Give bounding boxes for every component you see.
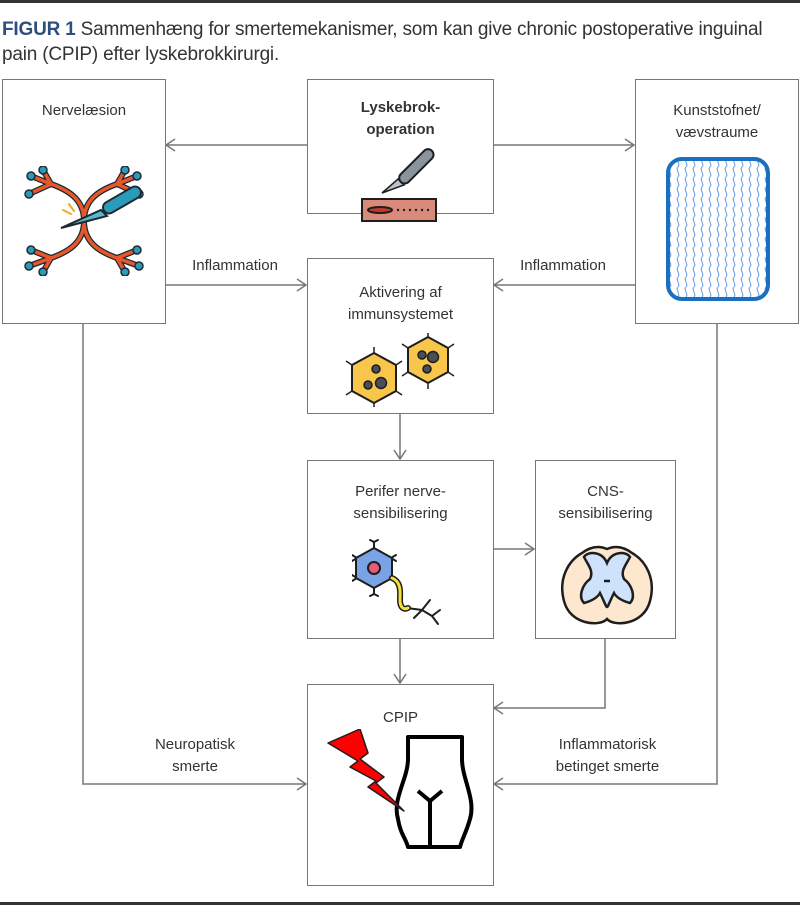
node-label-line: immunsystemet (347, 306, 454, 323)
scalpel-incision-icon (361, 148, 437, 222)
nerve-cut-icon (24, 166, 144, 276)
node-aktivering-immunsystemet: Aktivering af immunsystemet (307, 258, 494, 414)
node-cpip: CPIP (307, 684, 494, 886)
node-label-line: sensibilisering (353, 505, 448, 522)
node-perifer-nervesensibilisering: Perifer nerve- sensibilisering (307, 460, 494, 639)
node-label: Lyskebrok- operation (308, 97, 493, 141)
node-label: Aktivering af immunsystemet (308, 282, 493, 326)
edge-nervelaesion-to-cpip (82, 323, 306, 785)
node-label-line: CNS- (587, 483, 624, 500)
node-lyskebrok-operation: Lyskebrok- operation (307, 79, 494, 214)
node-label: Kunststofnet/ vævstraume (636, 100, 798, 144)
node-label: CPIP (382, 709, 418, 726)
node-label-line: Lyskebrok- (360, 99, 441, 116)
node-nervelaesion: Nervelæsion (2, 79, 166, 324)
node-label-line: Kunststofnet/ (673, 102, 761, 119)
node-label: Nervelæsion (41, 102, 127, 119)
arrowhead (164, 138, 176, 152)
arrowhead (296, 278, 308, 292)
node-label-line: sensibilisering (558, 505, 653, 522)
arrowhead (524, 542, 536, 556)
figure-caption: FIGUR 1 Sammenhæng for smertemekanismer,… (2, 17, 798, 67)
node-label-line: operation (366, 121, 435, 138)
node-label: Perifer nerve- sensibilisering (308, 481, 493, 525)
node-label: CNS- sensibilisering (536, 481, 675, 525)
neuron-icon (352, 539, 441, 625)
node-label-line: vævstraume (675, 124, 759, 141)
edge-label-line: betinget smerte (555, 758, 660, 775)
node-label-line: Aktivering af (359, 284, 442, 301)
node-cns-sensibilisering: CNS- sensibilisering (535, 460, 676, 639)
caption-text: Sammenhæng for smertemekanismer, som kan… (2, 19, 763, 65)
edge-label-line: Neuropatisk (154, 736, 236, 753)
spinal-cord-icon (561, 545, 653, 625)
edge-label-inflammatorisk-smerte: Inflammatorisk betinget smerte (525, 734, 690, 778)
edge-label-inflammation-right: Inflammation (520, 257, 606, 274)
bottom-rule (0, 902, 800, 905)
node-kunststofnet: Kunststofnet/ vævstraume (635, 79, 799, 324)
edge-label-neuropatisk-smerte: Neuropatisk smerte (115, 734, 275, 778)
edge-label-inflammation-left: Inflammation (192, 257, 278, 274)
arrowhead (492, 278, 504, 292)
arrowhead (296, 777, 308, 791)
figure-label: FIGUR 1 (2, 19, 76, 40)
immune-cells-icon (345, 333, 455, 407)
lightning-bolt-icon (327, 729, 405, 812)
arrowhead (393, 673, 407, 685)
edge-label-line: Inflammatorisk (558, 736, 657, 753)
node-label-line: Perifer nerve- (355, 483, 446, 500)
edge-cns-to-cpip (494, 638, 606, 709)
groin-pain-icon (327, 729, 474, 849)
arrowhead (492, 701, 504, 715)
mesh-icon (666, 157, 770, 301)
arrowhead (492, 777, 504, 791)
edge-kunststofnet-to-cpip (494, 323, 718, 785)
arrowhead (393, 449, 407, 461)
top-rule (0, 0, 800, 3)
edge-label-line: smerte (172, 758, 218, 775)
arrowhead (624, 138, 636, 152)
